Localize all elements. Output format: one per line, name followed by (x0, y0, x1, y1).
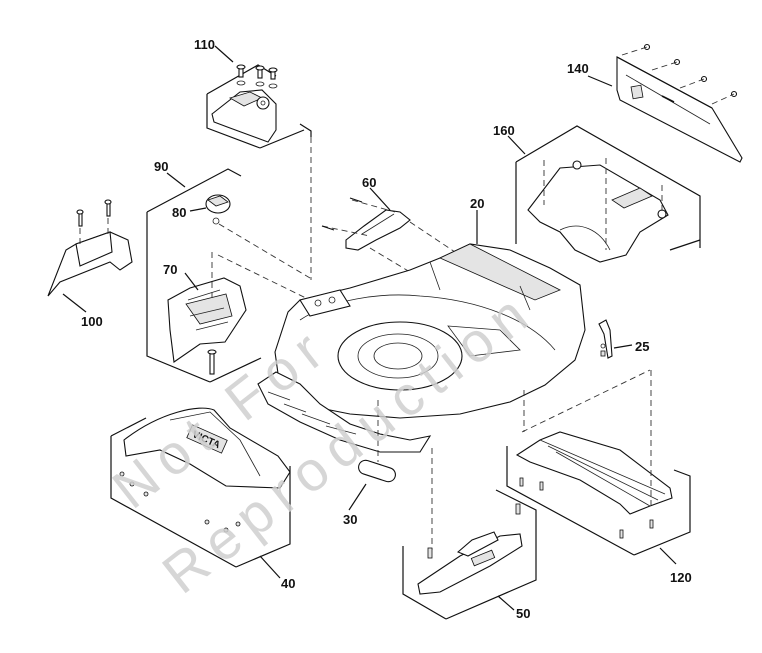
callout-140[interactable]: 140 (567, 61, 589, 76)
part-group-110 (206, 45, 312, 149)
callout-120[interactable]: 120 (670, 570, 692, 585)
part-group-50 (402, 448, 537, 620)
callout-50[interactable]: 50 (516, 606, 531, 621)
part-25-clip (598, 319, 633, 359)
part-30-plug (348, 400, 396, 511)
part-group-140 (587, 43, 743, 163)
callout-110[interactable]: 110 (194, 37, 215, 52)
part-group-40: VICTA (110, 407, 291, 579)
callout-90[interactable]: 90 (154, 159, 169, 174)
screw-icon (621, 43, 738, 105)
callout-100[interactable]: 100 (81, 314, 103, 329)
part-group-60 (321, 187, 456, 291)
callout-40[interactable]: 40 (281, 576, 296, 591)
callout-80[interactable]: 80 (172, 205, 187, 220)
callout-70[interactable]: 70 (163, 262, 178, 277)
screw-icon (119, 471, 241, 533)
callout-20[interactable]: 20 (470, 196, 485, 211)
part-group-20-deck (257, 210, 586, 453)
callout-60[interactable]: 60 (362, 175, 377, 190)
callout-160[interactable]: 160 (493, 123, 515, 138)
part-group-90 (146, 168, 311, 383)
part-group-120 (506, 369, 691, 565)
part-group-160 (507, 125, 701, 263)
callout-25[interactable]: 25 (635, 339, 650, 354)
callout-30[interactable]: 30 (343, 512, 358, 527)
bolt-icon (236, 64, 278, 89)
screw-icon (519, 477, 654, 539)
victa-logo-icon (470, 549, 496, 567)
part-group-100 (47, 199, 133, 313)
